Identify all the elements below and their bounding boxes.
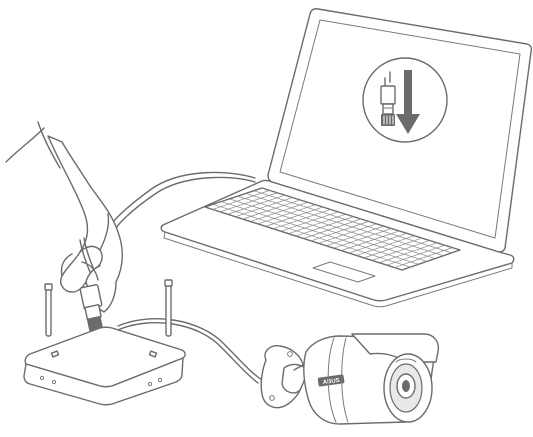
router-antenna-right	[165, 280, 172, 336]
hand-holding-plug	[6, 122, 122, 331]
bullet-camera: ABUS	[261, 334, 438, 424]
laptop	[161, 9, 531, 307]
network-download-badge	[363, 58, 447, 142]
router-antenna-left	[45, 284, 52, 336]
